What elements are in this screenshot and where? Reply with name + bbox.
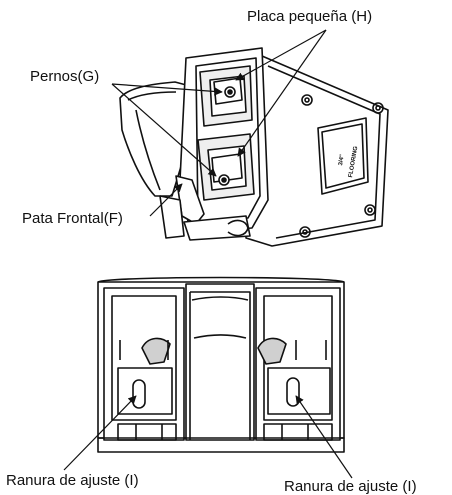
right-wedge: [257, 337, 287, 365]
label-front-leg: Pata Frontal(F): [22, 210, 123, 227]
center-channel: [185, 283, 255, 441]
screw-hole-1: [301, 94, 313, 106]
right-adjust-slot: [286, 377, 300, 407]
left-wedge: [141, 337, 171, 365]
right-compartment: [255, 287, 341, 441]
leader-ranura-left: [63, 395, 137, 471]
hopper-body: [119, 81, 191, 197]
flooring-plate-text: 3/4" FLOORING: [326, 125, 368, 185]
leader-ranura-right: [295, 395, 353, 479]
label-adjust-slot-left: Ranura de ajuste (I): [6, 472, 139, 489]
screw-hole-3: [364, 204, 376, 216]
left-compartment: [103, 287, 185, 441]
label-small-plate: Placa pequeña (H): [247, 8, 373, 25]
leader-lines: [63, 29, 353, 479]
flooring-word-text: FLOORING: [348, 145, 360, 179]
leader-placa-1: [235, 29, 327, 81]
screw-hole-2: [372, 102, 384, 114]
leader-placa-2: [237, 29, 327, 157]
left-adjust-slot: [132, 379, 146, 409]
leader-pata: [149, 183, 183, 217]
flooring-label-plate: [317, 117, 369, 195]
flooring-size-text: 3/4": [338, 153, 346, 167]
label-bolts: Pernos(G): [30, 68, 100, 85]
bottom-assembly-drawing: [97, 276, 345, 453]
screw-hole-4: [299, 226, 311, 238]
top-assembly-drawing: [119, 47, 389, 247]
leader-pernos-1: [111, 83, 223, 96]
label-adjust-slot-right: Ranura de ajuste (I): [284, 478, 417, 495]
leader-pernos-2: [111, 83, 217, 177]
